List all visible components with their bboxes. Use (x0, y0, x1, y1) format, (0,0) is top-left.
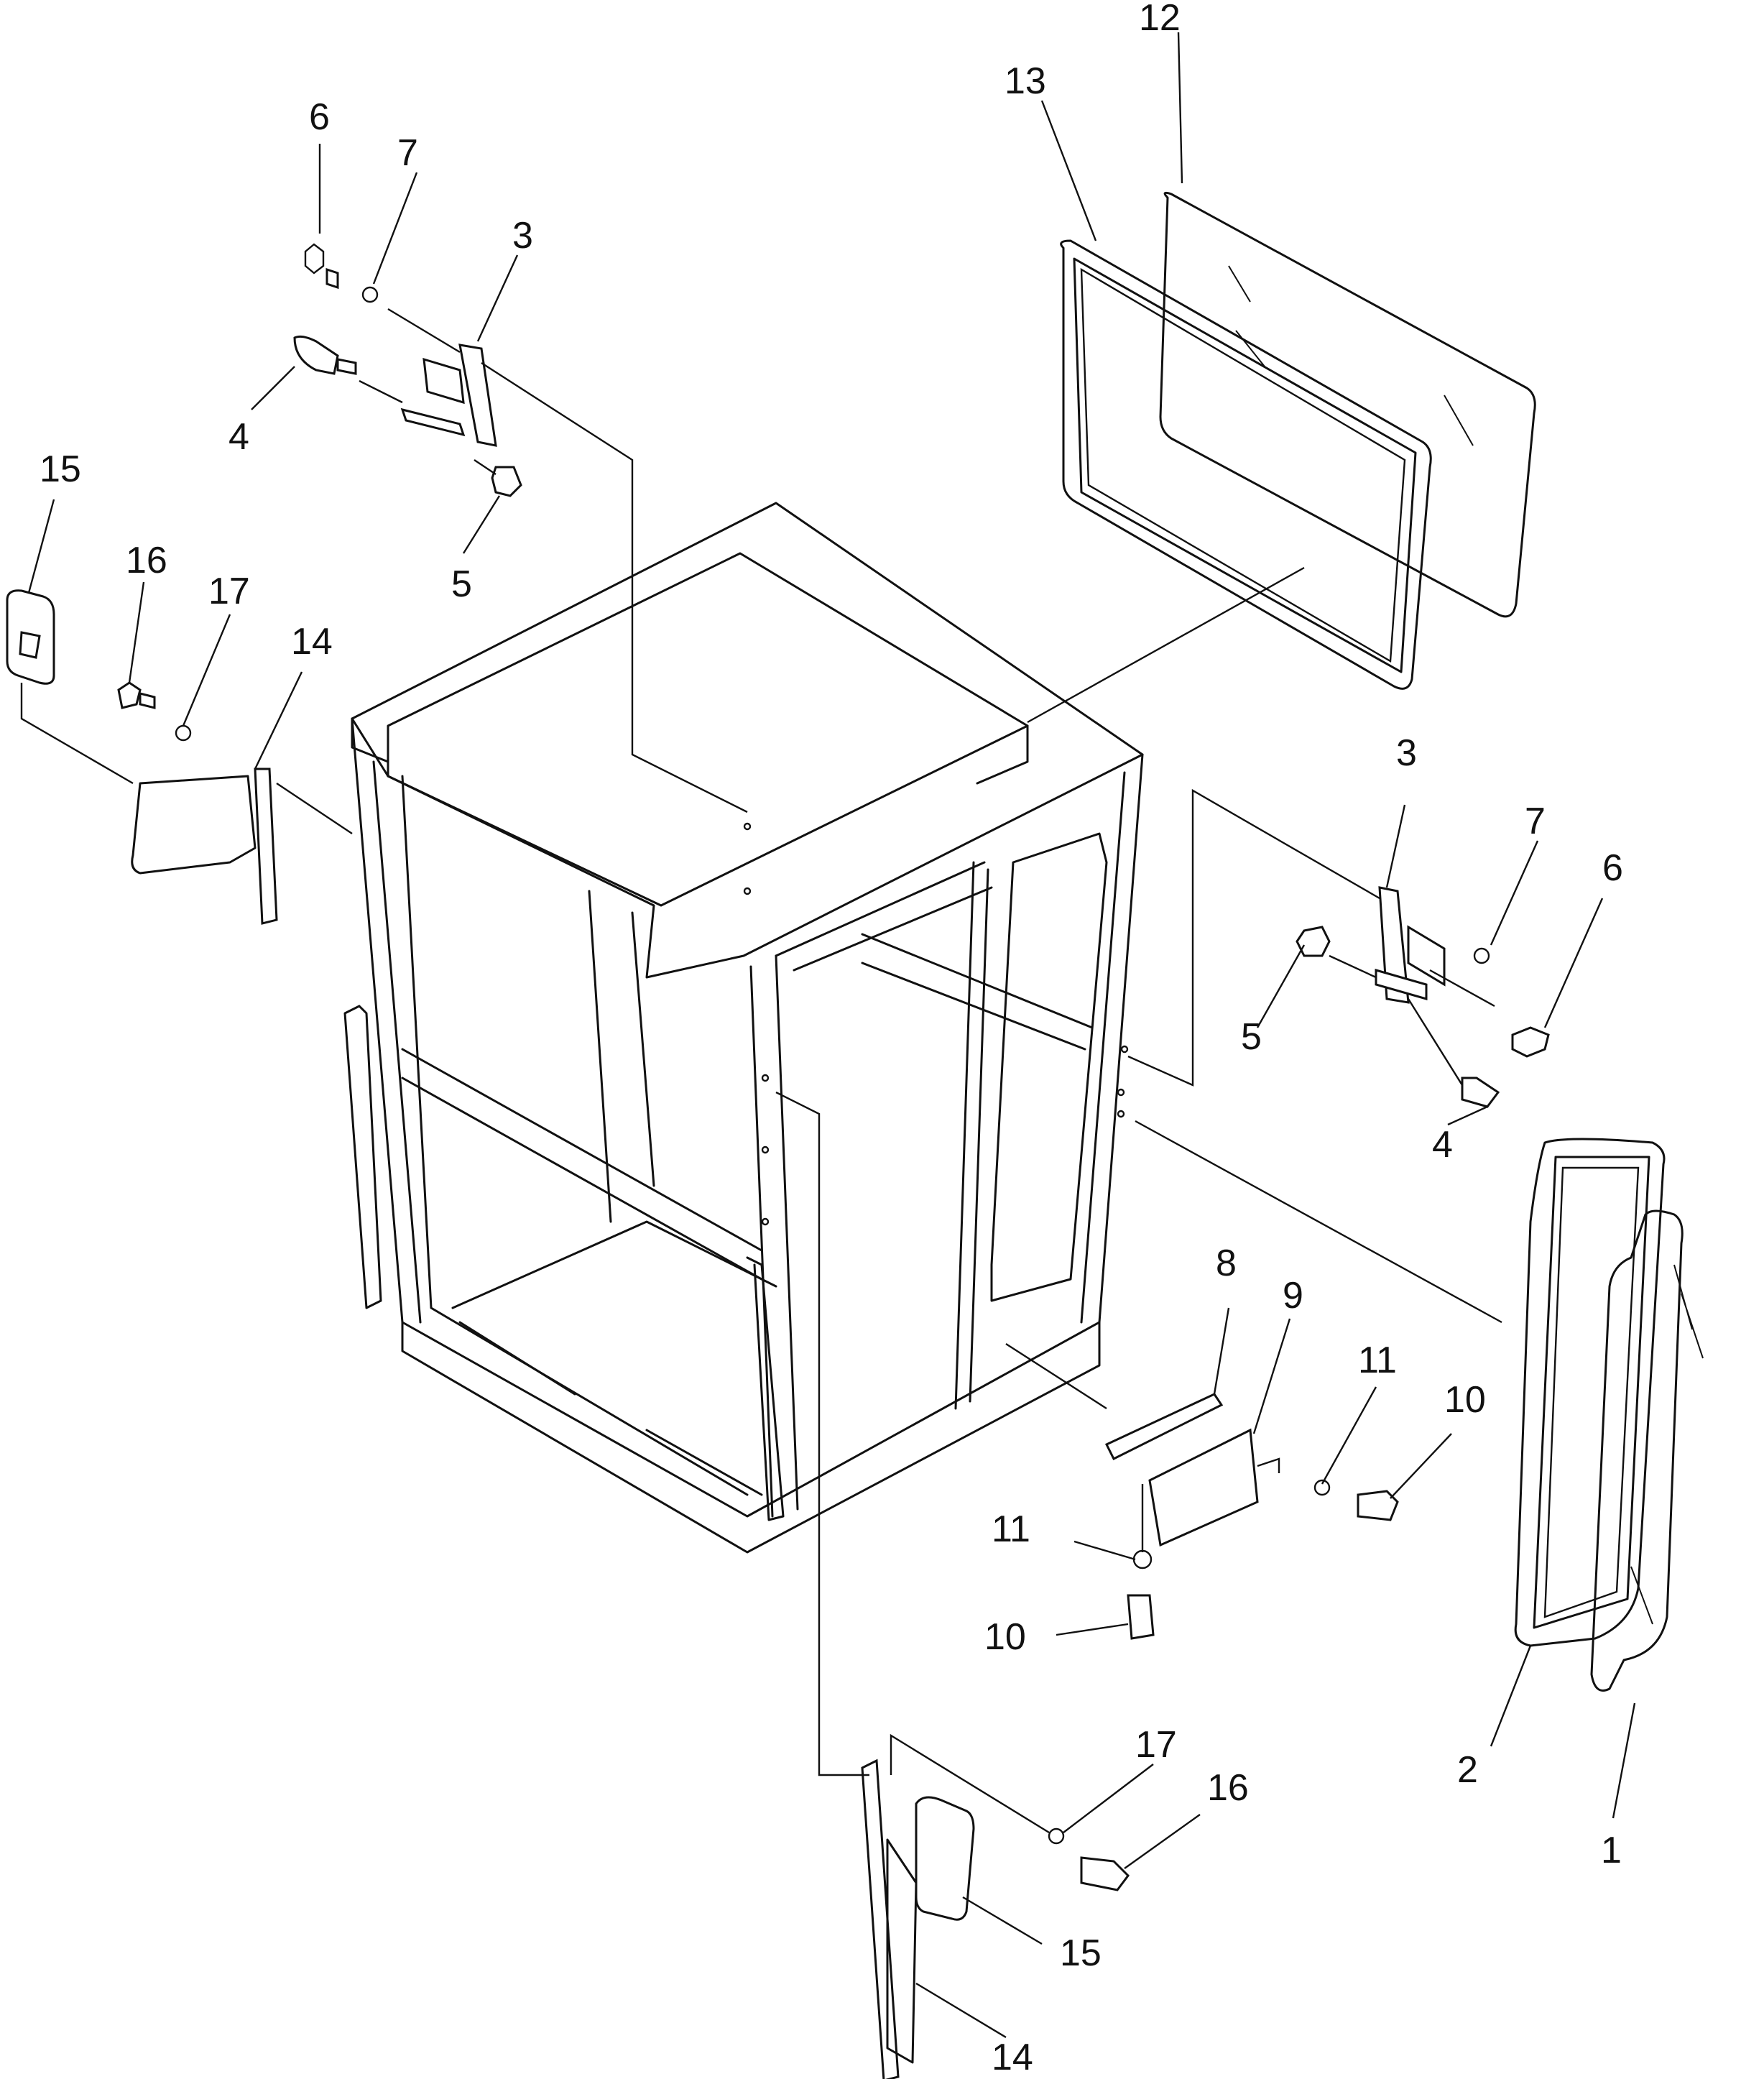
label-part-17: 17 (1135, 1724, 1177, 1766)
mirror-bottom-assembly (861, 1758, 1130, 2079)
label-part-10: 10 (1444, 1379, 1486, 1421)
window-glass-rear (1159, 191, 1536, 618)
label-part-6: 6 (1602, 847, 1623, 889)
label-part-2: 2 (1457, 1749, 1478, 1791)
window-seal-side (1514, 1138, 1666, 1647)
label-part-11: 11 (1358, 1340, 1397, 1381)
label-part-7: 7 (1525, 801, 1546, 842)
hinge-top-assembly (293, 243, 522, 497)
label-part-5: 5 (451, 563, 472, 605)
mirror-left-assembly (6, 589, 278, 925)
label-part-14: 14 (992, 2037, 1033, 2078)
cab-frame (343, 502, 1144, 1554)
label-part-7: 7 (397, 132, 418, 174)
label-part-15: 15 (1060, 1932, 1102, 1974)
callout-leaders (27, 32, 1636, 2039)
label-part-16: 16 (126, 540, 167, 581)
label-part-10: 10 (984, 1616, 1026, 1658)
label-part-4: 4 (1432, 1124, 1453, 1166)
part-labels: 12 13 6 7 3 4 5 15 16 17 14 3 7 6 5 4 8 … (40, 0, 1623, 2078)
leader-lines (20, 308, 1502, 1834)
label-part-3: 3 (512, 215, 533, 257)
window-glass-side (1590, 1209, 1704, 1692)
label-part-3: 3 (1396, 732, 1417, 774)
label-part-13: 13 (1005, 60, 1046, 102)
window-seal-rear (1060, 239, 1432, 690)
label-part-15: 15 (40, 448, 81, 490)
label-part-16: 16 (1207, 1767, 1249, 1809)
label-part-11: 11 (992, 1508, 1030, 1550)
label-part-12: 12 (1139, 0, 1181, 39)
hinge-right-assembly (1296, 886, 1550, 1108)
label-part-8: 8 (1216, 1243, 1237, 1284)
label-part-6: 6 (309, 96, 330, 138)
label-part-14: 14 (291, 621, 333, 663)
label-part-5: 5 (1241, 1016, 1262, 1058)
label-part-9: 9 (1283, 1275, 1303, 1317)
bracket-assembly (1104, 1393, 1399, 1640)
label-part-17: 17 (208, 571, 250, 612)
label-part-4: 4 (228, 416, 249, 458)
label-part-1: 1 (1601, 1830, 1622, 1871)
